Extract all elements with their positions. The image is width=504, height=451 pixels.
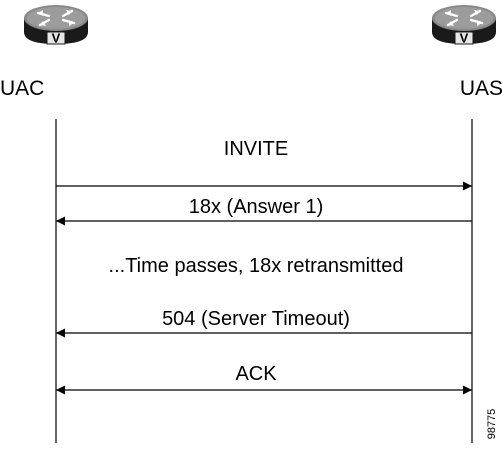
timeout-label: 504 (Server Timeout) xyxy=(162,308,350,330)
uas-label: UAS xyxy=(460,77,503,100)
uac-router-icon: V xyxy=(24,5,88,46)
answer-label: 18x (Answer 1) xyxy=(189,196,324,218)
figure-id: 98775 xyxy=(486,409,498,440)
ack-label: ACK xyxy=(235,363,277,385)
time-passes-note: ...Time passes, 18x retransmitted xyxy=(109,255,404,277)
invite-label: INVITE xyxy=(224,138,288,160)
uac-label: UAC xyxy=(0,77,44,100)
router-badge: V xyxy=(460,31,469,46)
router-badge: V xyxy=(52,31,61,46)
uas-router-icon: V xyxy=(432,5,496,46)
